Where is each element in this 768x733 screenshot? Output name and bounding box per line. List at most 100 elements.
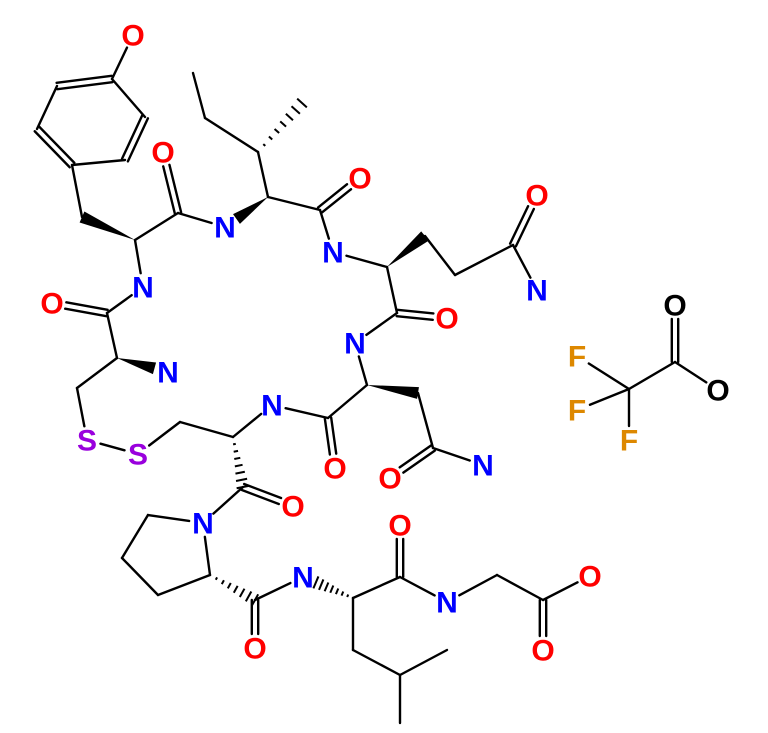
atom-o-label: O (525, 180, 548, 213)
single-bond (99, 442, 126, 452)
hash-bond (262, 143, 266, 147)
hash-bond (279, 120, 287, 128)
atom-s-label: S (77, 425, 97, 458)
double-bond (126, 117, 150, 163)
hash-bond (233, 449, 239, 453)
single-bond (385, 265, 399, 315)
hash-bond (340, 591, 345, 596)
single-bond (156, 573, 212, 597)
double-bond (329, 416, 338, 455)
single-bond (120, 513, 150, 560)
atom-n-label: N (322, 237, 344, 270)
single-bond (365, 311, 399, 337)
single-bond (627, 360, 677, 391)
double-bond (398, 444, 433, 469)
double-bond (56, 80, 114, 91)
single-bond (511, 243, 532, 279)
hash-bond (312, 576, 320, 589)
single-bond (673, 360, 708, 384)
atom-f-label: F (568, 341, 586, 374)
atom-o-label: O (388, 510, 411, 543)
hash-bond (290, 105, 301, 115)
hash-bond (273, 128, 280, 134)
single-bond (70, 163, 84, 219)
single-bond (266, 195, 322, 212)
wedge-bond (117, 358, 157, 375)
double-bond (168, 163, 183, 214)
single-bond (398, 648, 449, 677)
atom-s-label: S (128, 439, 148, 472)
atom-n-label: N (436, 587, 458, 620)
single-bond (351, 575, 402, 600)
single-bond (351, 648, 402, 677)
single-bond (318, 208, 331, 240)
hash-bond (285, 113, 294, 121)
single-bond (203, 116, 260, 154)
single-bond (133, 211, 180, 242)
double-bond (320, 188, 353, 214)
double-bond (240, 488, 280, 506)
hash-bond (323, 582, 330, 592)
double-bond (396, 308, 435, 315)
single-bond (453, 243, 515, 277)
atom-o-label: O (378, 463, 401, 496)
atom-o-label: O (578, 561, 601, 594)
single-bond (423, 234, 457, 277)
single-bond (133, 238, 142, 275)
hash-bond (334, 588, 340, 595)
hash-bond (234, 456, 241, 461)
atom-n-label: N (472, 450, 494, 483)
wedge-bond (79, 211, 135, 240)
double-bond (38, 125, 76, 164)
double-bond (323, 417, 332, 456)
double-bond (242, 482, 283, 500)
double-bond (402, 449, 437, 474)
atom-o-label: O (281, 491, 304, 524)
double-bond (514, 207, 536, 248)
atom-n-label: N (526, 275, 548, 308)
hash-bond (214, 576, 218, 581)
single-bond (110, 46, 129, 81)
single-bond (458, 573, 499, 597)
single-bond (357, 355, 369, 387)
double-bond (55, 74, 113, 85)
double-bond (395, 314, 434, 321)
single-bond (203, 535, 212, 577)
atom-o-label: O (348, 163, 371, 196)
atom-o-label: O (40, 288, 63, 321)
hash-bond (268, 135, 273, 141)
single-bond (212, 485, 245, 515)
atom-o-label: O (323, 453, 346, 486)
single-bond (587, 362, 631, 391)
atom-o-label: O (663, 290, 686, 323)
single-bond (110, 77, 147, 119)
atom-o-label: O (243, 633, 266, 666)
single-bond (35, 84, 59, 131)
hash-bond (329, 585, 335, 594)
hash-bond (234, 463, 243, 468)
double-bond (162, 165, 177, 215)
hash-bond (318, 579, 325, 591)
hash-bond (232, 442, 236, 446)
hash-bond (220, 579, 225, 585)
single-bond (176, 211, 213, 225)
single-bond (541, 581, 579, 602)
atom-n-label: N (214, 212, 236, 245)
atom-n-label: N (261, 390, 283, 423)
single-bond (431, 446, 471, 462)
single-bond (284, 406, 330, 420)
hash-bond (296, 97, 308, 109)
double-bond (65, 301, 109, 312)
single-bond (75, 356, 119, 390)
double-bond (508, 205, 530, 245)
bonds-layer (33, 46, 708, 725)
double-bond (316, 183, 349, 209)
atom-n-label: N (292, 562, 314, 595)
single-bond (147, 420, 182, 447)
hash-bond (346, 594, 350, 598)
single-bond (495, 573, 545, 602)
hash-bond (238, 588, 246, 598)
single-bond (75, 386, 86, 428)
